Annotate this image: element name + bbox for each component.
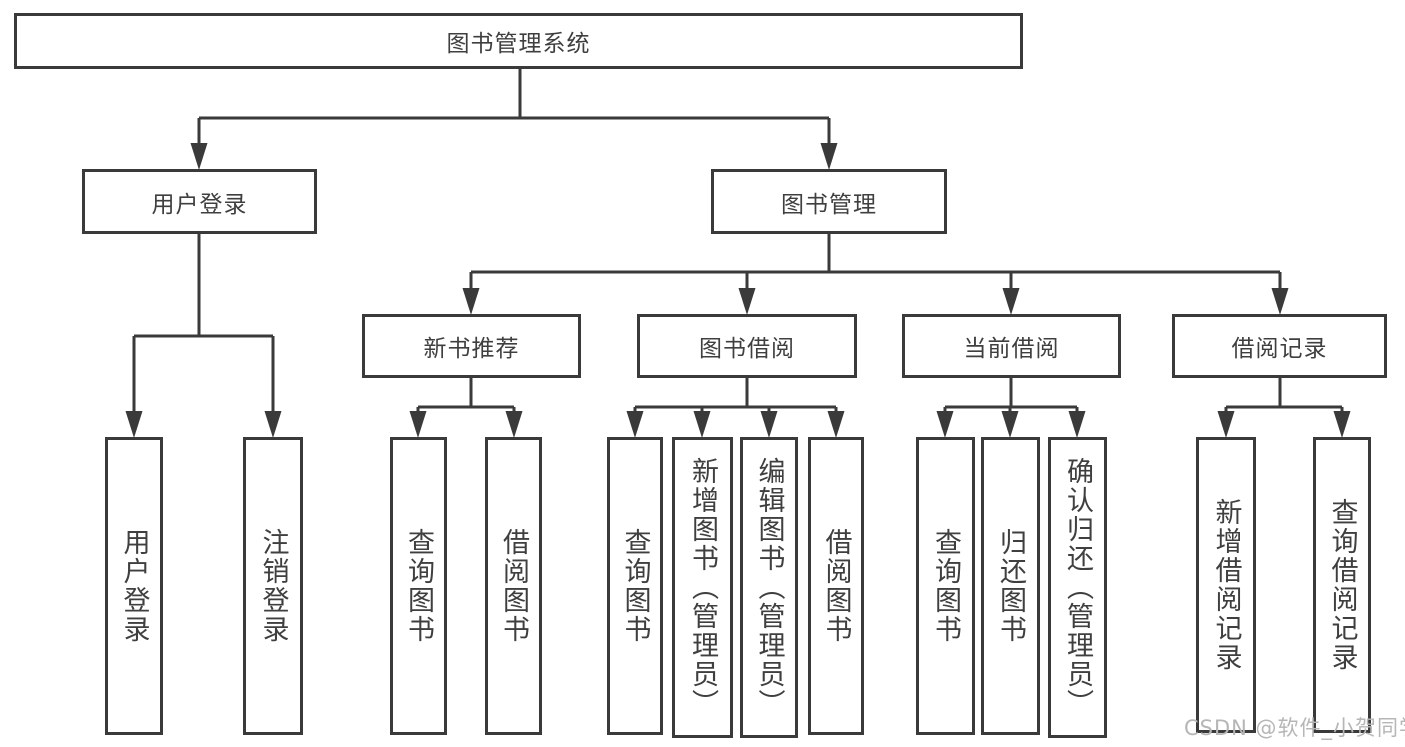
node-user-login: 用户登录 <box>82 169 317 234</box>
leaf-borrow-books-1: 借阅图书 <box>485 437 542 735</box>
node-label: 借阅记录 <box>1231 336 1328 362</box>
leaf-user-login: 用户登录 <box>105 437 163 735</box>
node-label: 新书推荐 <box>423 336 520 362</box>
leaf-label: 查询借阅记录 <box>1326 498 1358 672</box>
leaf-return-books: 归还图书 <box>981 437 1040 735</box>
leaf-add-books-admin: 新增图书（管理员） <box>672 437 733 738</box>
node-label: 图书借阅 <box>699 336 795 362</box>
leaf-label: 查询图书 <box>403 528 434 644</box>
leaf-query-books-2: 查询图书 <box>607 437 663 735</box>
leaf-label: 注销登录 <box>257 528 289 644</box>
node-label: 用户登录 <box>151 191 248 218</box>
leaf-query-books-1: 查询图书 <box>390 437 447 735</box>
leaf-label: 借阅图书 <box>498 528 529 644</box>
leaf-label: 查询图书 <box>619 528 651 644</box>
leaf-query-borrow-record: 查询借阅记录 <box>1313 437 1371 733</box>
leaf-label: 确认归还（管理员） <box>1062 457 1093 718</box>
leaf-label: 用户登录 <box>118 528 150 644</box>
leaf-logout: 注销登录 <box>243 437 303 735</box>
leaf-label: 新增图书（管理员） <box>687 457 718 718</box>
node-label: 图书管理 <box>781 191 877 218</box>
arrowheads <box>125 143 1351 438</box>
leaf-borrow-books-2: 借阅图书 <box>808 437 864 735</box>
leaf-confirm-return-admin: 确认归还（管理员） <box>1048 437 1107 738</box>
leaf-edit-books-admin: 编辑图书（管理员） <box>740 437 798 738</box>
leaf-label: 借阅图书 <box>820 528 852 644</box>
leaf-label: 编辑图书（管理员） <box>753 457 785 718</box>
node-current-borrowing: 当前借阅 <box>902 314 1121 378</box>
node-book-borrowing: 图书借阅 <box>637 314 857 378</box>
node-library-system: 图书管理系统 <box>14 13 1023 69</box>
leaf-query-books-3: 查询图书 <box>916 437 975 735</box>
leaf-label: 查询图书 <box>930 528 961 644</box>
leaf-label: 新增借阅记录 <box>1210 498 1242 672</box>
node-new-book-recommend: 新书推荐 <box>362 314 581 378</box>
node-label: 当前借阅 <box>963 336 1060 362</box>
leaf-label: 归还图书 <box>995 528 1026 644</box>
leaf-add-borrow-record: 新增借阅记录 <box>1196 437 1256 733</box>
csdn-watermark: CSDN @软件_小贺同学 <box>1184 716 1405 740</box>
node-label: 图书管理系统 <box>446 31 591 57</box>
node-borrowing-records: 借阅记录 <box>1172 314 1387 378</box>
node-book-management: 图书管理 <box>711 169 947 234</box>
